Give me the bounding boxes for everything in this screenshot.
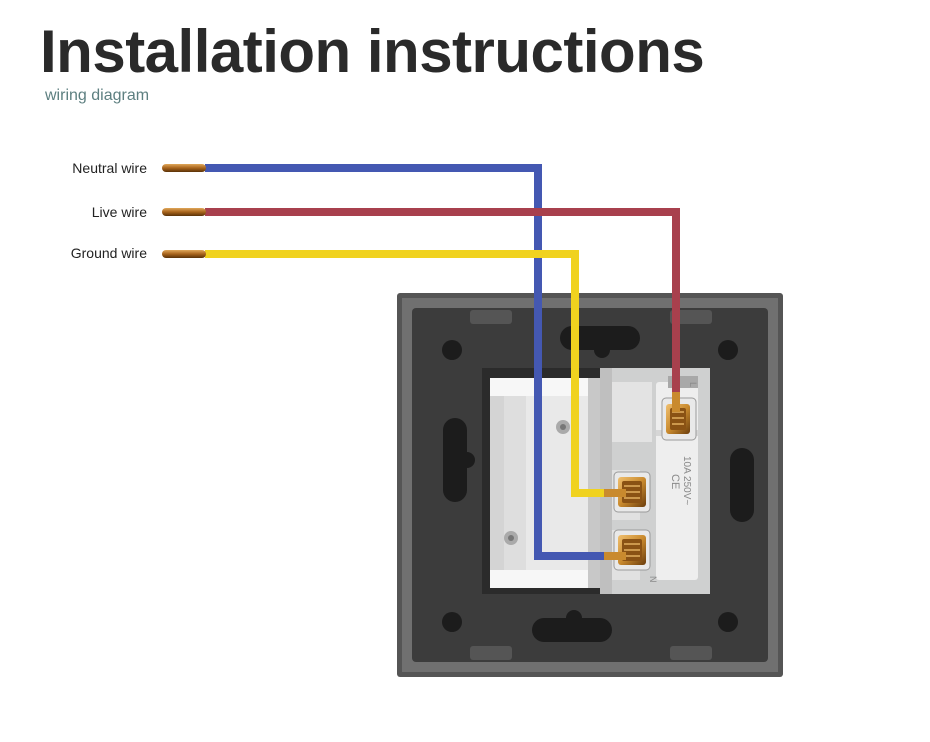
mounting-slot-left bbox=[443, 418, 475, 502]
page-title: Installation instructions bbox=[40, 18, 705, 85]
neutral-wire-label: Neutral wire bbox=[72, 160, 147, 176]
live-wire-tip bbox=[162, 208, 206, 216]
ce-mark: CE bbox=[669, 474, 681, 489]
mounting-slot-bottom bbox=[532, 610, 612, 642]
plate-slot bbox=[470, 646, 512, 660]
live-wire-label: Live wire bbox=[91, 204, 147, 220]
terminal-n-mark: N bbox=[648, 576, 658, 583]
plate-slot bbox=[670, 646, 712, 660]
mounting-slot-right bbox=[730, 448, 754, 522]
screw-hole bbox=[718, 612, 738, 632]
terminal-l-mark: L bbox=[688, 382, 698, 387]
plate-slot bbox=[470, 310, 512, 324]
neutral-terminal bbox=[613, 529, 651, 571]
neutral-wire bbox=[205, 164, 612, 560]
plate-slot bbox=[670, 310, 712, 324]
live-wire-copper-end bbox=[672, 392, 680, 412]
ground-wire-tip bbox=[162, 250, 206, 258]
screw-hole bbox=[718, 340, 738, 360]
ground-wire-copper-end bbox=[604, 489, 626, 497]
neutral-wire-tip bbox=[162, 164, 206, 172]
ground-terminal bbox=[613, 471, 651, 513]
screw-hole bbox=[442, 340, 462, 360]
neutral-wire-copper-end bbox=[604, 552, 626, 560]
ground-wire bbox=[205, 250, 614, 497]
ground-wire-label: Ground wire bbox=[70, 245, 147, 261]
rating-text: 10A 250V~ bbox=[681, 456, 692, 505]
live-wire bbox=[205, 208, 680, 398]
screw-hole bbox=[442, 612, 462, 632]
page-subtitle: wiring diagram bbox=[45, 87, 150, 104]
mounting-slot-top bbox=[560, 326, 640, 358]
